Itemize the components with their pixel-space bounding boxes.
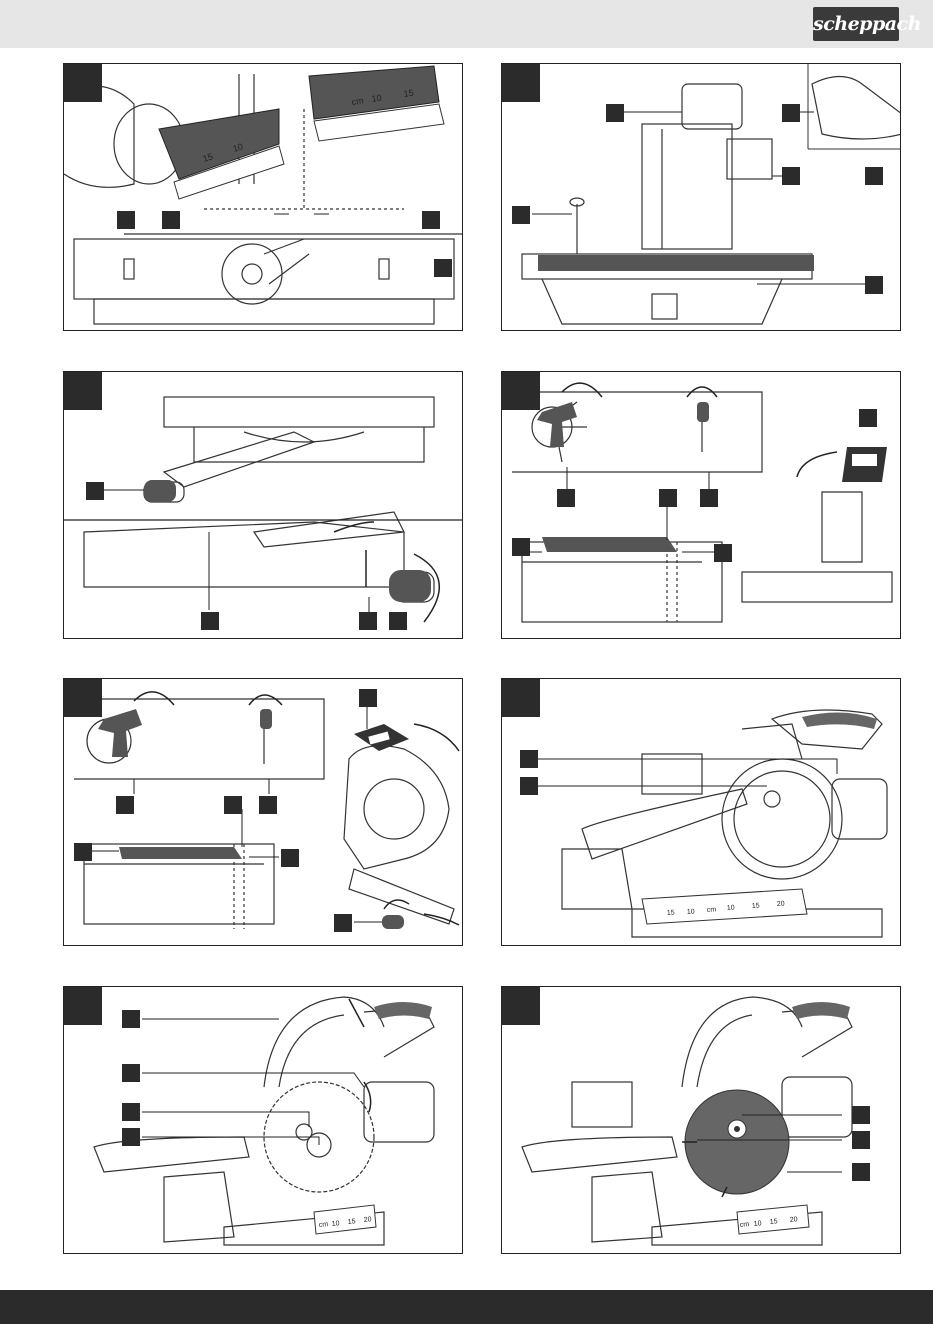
scale-label: 15: [347, 1218, 356, 1226]
scale-label: cm: [318, 1221, 328, 1229]
scale-label: 10: [727, 904, 735, 912]
callout-marker: [122, 1128, 140, 1146]
figure-panel-4: [501, 371, 901, 639]
scale-label: cm: [707, 906, 717, 914]
callout-marker: [782, 167, 800, 185]
fence-scale-label: 10: [371, 93, 382, 104]
figure-8-illustration: cm 10 15 20: [502, 987, 901, 1254]
callout-marker: [74, 843, 92, 861]
figure-panel-7: cm 10 15 20: [63, 986, 463, 1254]
figure-number-badge: [502, 64, 540, 102]
callout-marker: [714, 544, 732, 562]
figure-panel-2: [501, 63, 901, 331]
figure-panel-6: 15 10 cm 10 15 20: [501, 678, 901, 946]
figure-panel-3: [63, 371, 463, 639]
callout-marker: [520, 777, 538, 795]
callout-marker: [281, 849, 299, 867]
fence-scale-label: cm: [351, 95, 364, 107]
scale-label: 15: [769, 1218, 778, 1226]
callout-marker: [852, 1131, 870, 1149]
callout-marker: [224, 796, 242, 814]
callout-marker: [520, 750, 538, 768]
figure-number-badge: [502, 679, 540, 717]
callout-marker: [606, 104, 624, 122]
brand-logo: scheppach: [813, 7, 899, 41]
callout-marker: [122, 1064, 140, 1082]
figure-number-badge: [502, 987, 540, 1025]
scale-label: cm: [739, 1221, 749, 1229]
callout-marker: [359, 689, 377, 707]
callout-marker: [512, 206, 530, 224]
callout-marker: [557, 489, 575, 507]
callout-marker: [852, 1106, 870, 1124]
scale-label: 20: [363, 1216, 372, 1224]
callout-marker: [122, 1010, 140, 1028]
scale-label: 10: [331, 1220, 340, 1228]
callout-marker: [359, 612, 377, 630]
footer-bar: [0, 1290, 933, 1324]
figure-number-badge: [64, 372, 102, 410]
scale-label: 20: [789, 1216, 798, 1224]
figure-number-badge: [64, 987, 102, 1025]
figure-6-illustration: 15 10 cm 10 15 20: [502, 679, 901, 946]
scale-label: 10: [753, 1220, 762, 1228]
callout-marker: [659, 489, 677, 507]
callout-marker: [389, 612, 407, 630]
callout-marker: [122, 1103, 140, 1121]
figure-panel-1: cm 10 15 15 10: [63, 63, 463, 331]
callout-marker: [259, 796, 277, 814]
callout-marker: [865, 276, 883, 294]
callout-marker: [434, 259, 452, 277]
scale-label: 10: [687, 908, 695, 916]
scale-label: 20: [777, 900, 785, 908]
callout-marker: [782, 104, 800, 122]
figure-3-illustration: [64, 372, 463, 639]
figure-number-badge: [64, 679, 102, 717]
fence-scale-label: 15: [403, 88, 414, 99]
figure-number-badge: [502, 372, 540, 410]
callout-marker: [162, 211, 180, 229]
figure-1-illustration: cm 10 15 15 10: [64, 64, 463, 331]
callout-marker: [422, 211, 440, 229]
scale-label: 15: [752, 902, 760, 910]
callout-marker: [117, 211, 135, 229]
figure-number-badge: [64, 64, 102, 102]
callout-marker: [700, 489, 718, 507]
callout-marker: [334, 914, 352, 932]
callout-marker: [852, 1163, 870, 1181]
callout-marker: [201, 612, 219, 630]
callout-marker: [86, 482, 104, 500]
figure-panel-5: [63, 678, 463, 946]
callout-marker: [865, 167, 883, 185]
figure-panel-8: cm 10 15 20: [501, 986, 901, 1254]
header-bar: [0, 0, 933, 48]
figure-2-illustration: [502, 64, 901, 331]
scale-label: 15: [667, 909, 675, 917]
callout-marker: [116, 796, 134, 814]
callout-marker: [512, 538, 530, 556]
callout-marker: [859, 409, 877, 427]
